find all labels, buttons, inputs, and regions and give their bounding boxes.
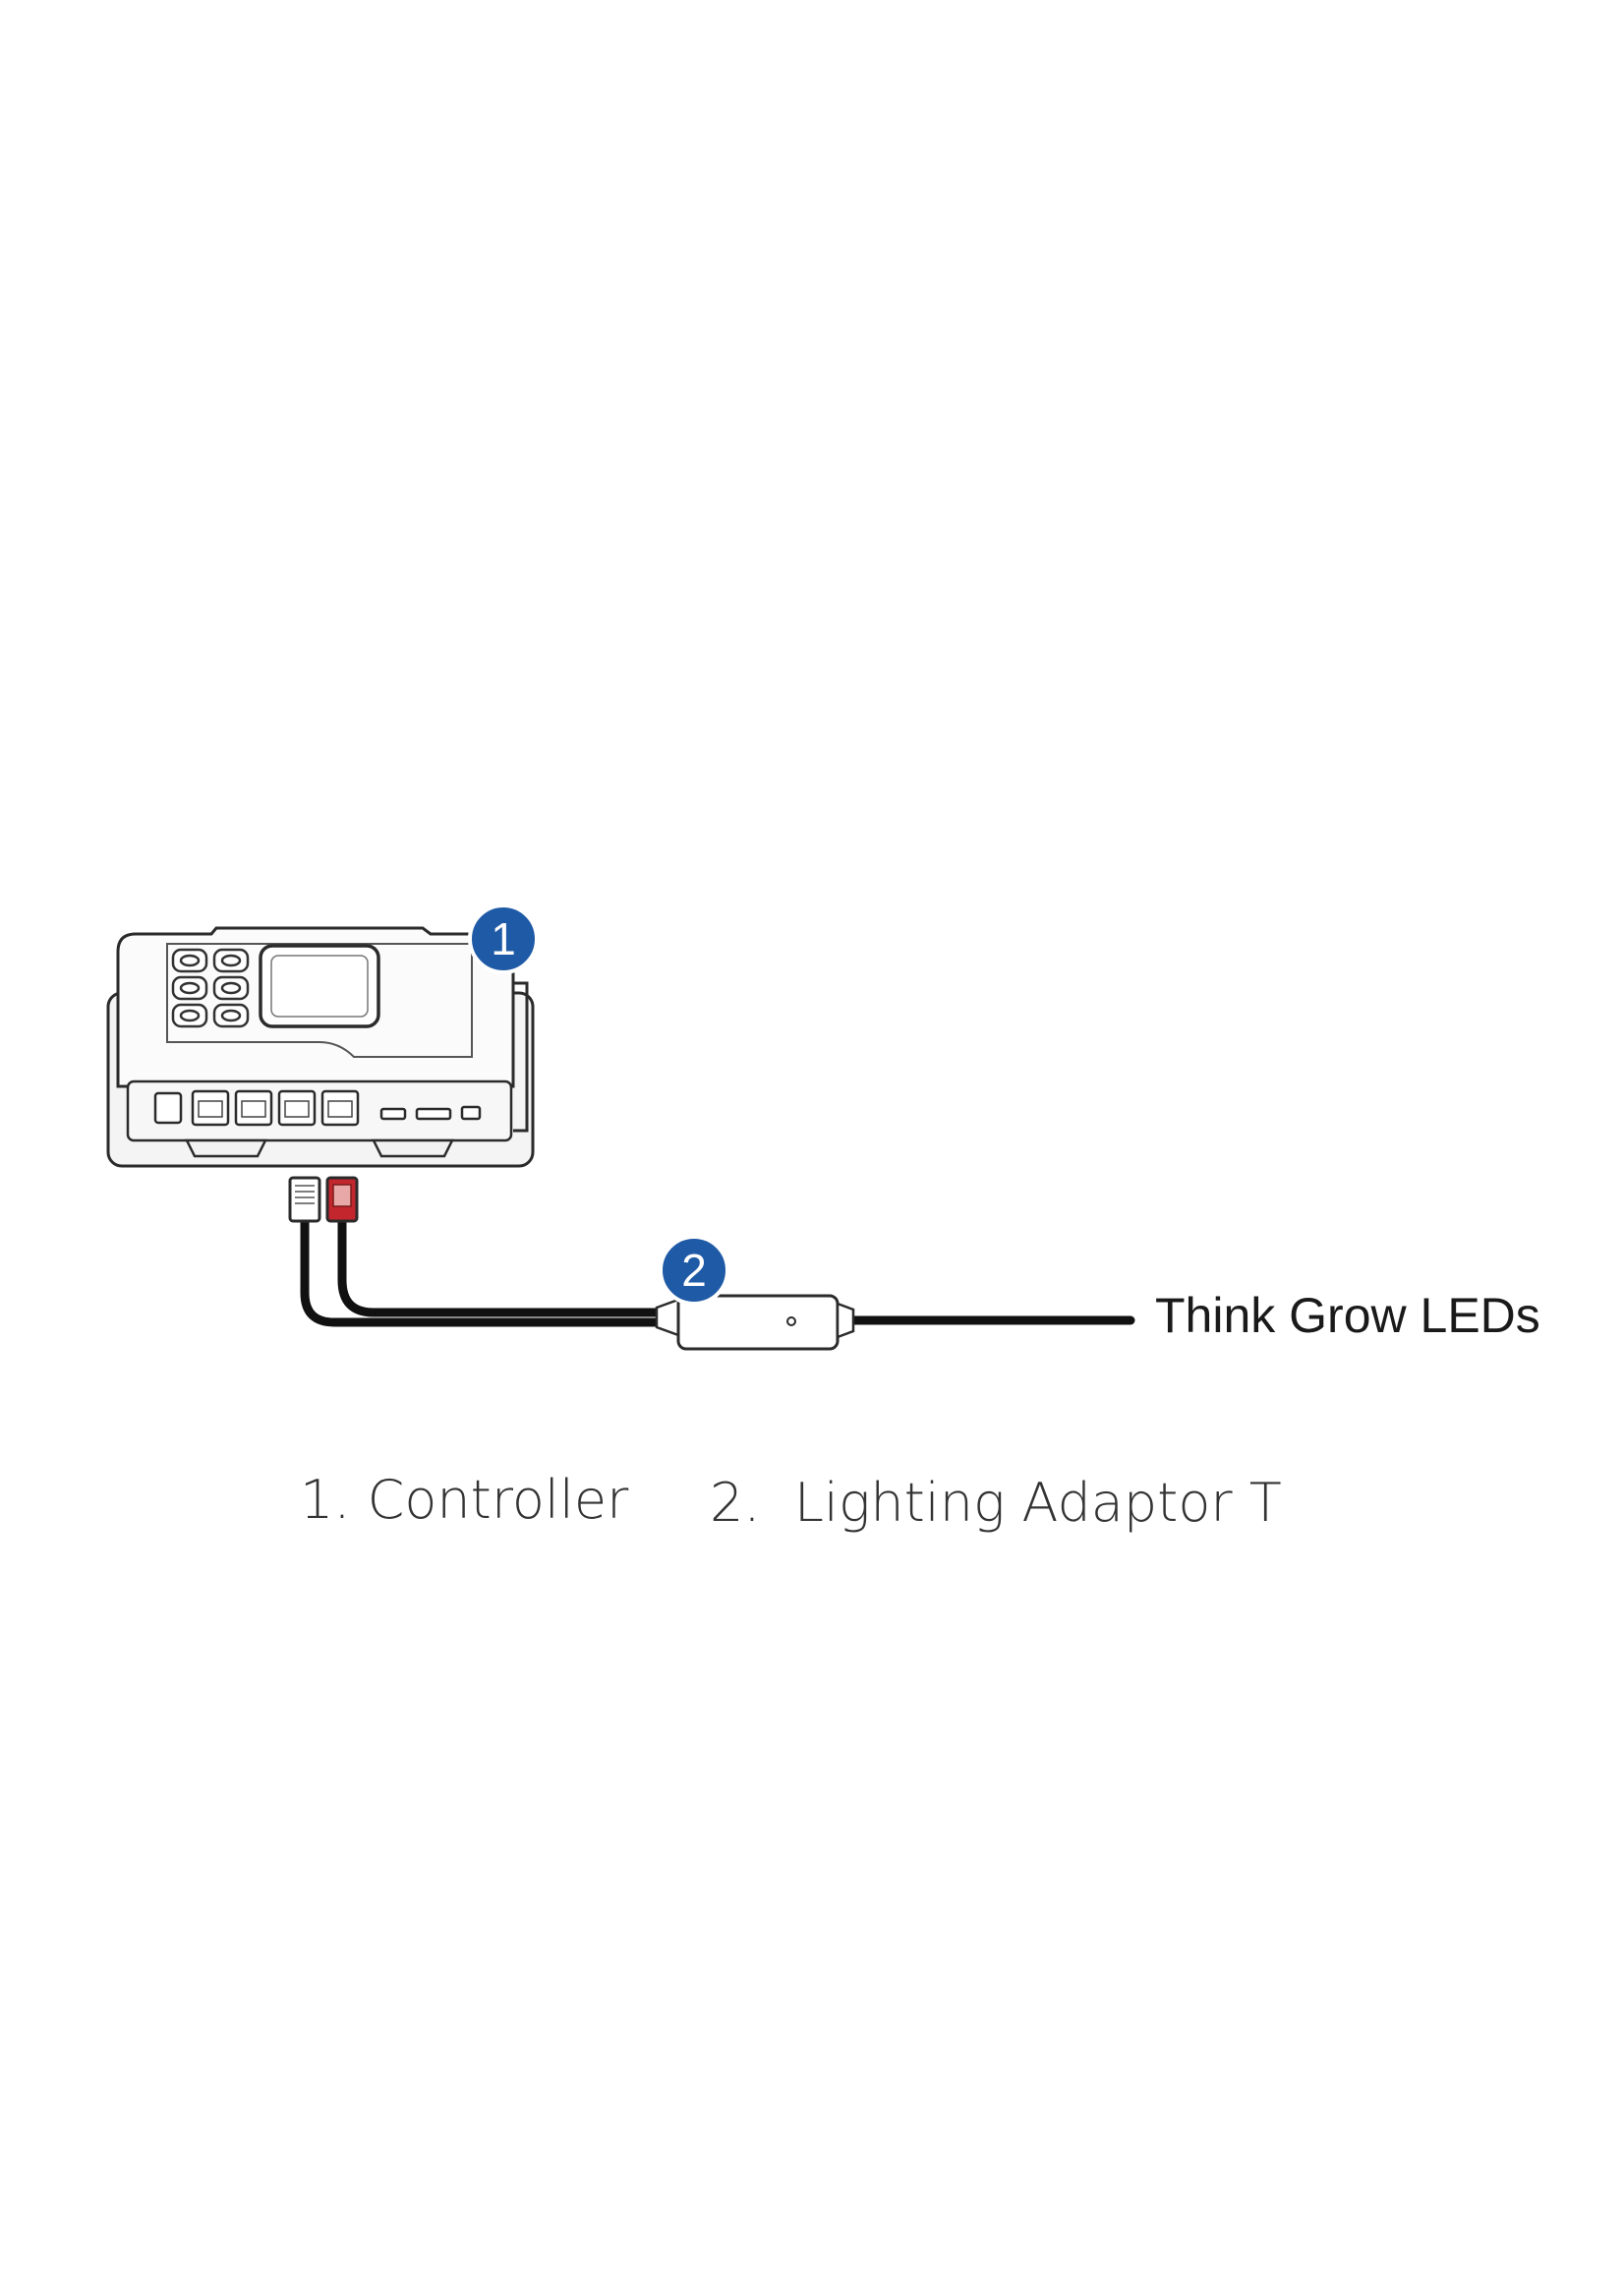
- badge-adaptor: 2: [659, 1235, 729, 1306]
- cables: [300, 1214, 1135, 1327]
- leds-label: Think Grow LEDs: [1155, 1288, 1540, 1343]
- white-connector: [288, 1176, 321, 1223]
- badge-adaptor-number: 2: [681, 1245, 707, 1296]
- badge-controller-number: 1: [491, 913, 516, 964]
- keypad: [171, 948, 250, 1028]
- controller-screen: [259, 944, 380, 1028]
- badge-controller: 1: [468, 904, 539, 974]
- red-connector: [325, 1176, 359, 1223]
- controller-device: [106, 926, 535, 1168]
- caption-controller: 1. Controller: [300, 1469, 629, 1531]
- caption-adaptor: 2. Lighting Adaptor T: [710, 1472, 1282, 1534]
- lighting-adaptor: [655, 1294, 855, 1351]
